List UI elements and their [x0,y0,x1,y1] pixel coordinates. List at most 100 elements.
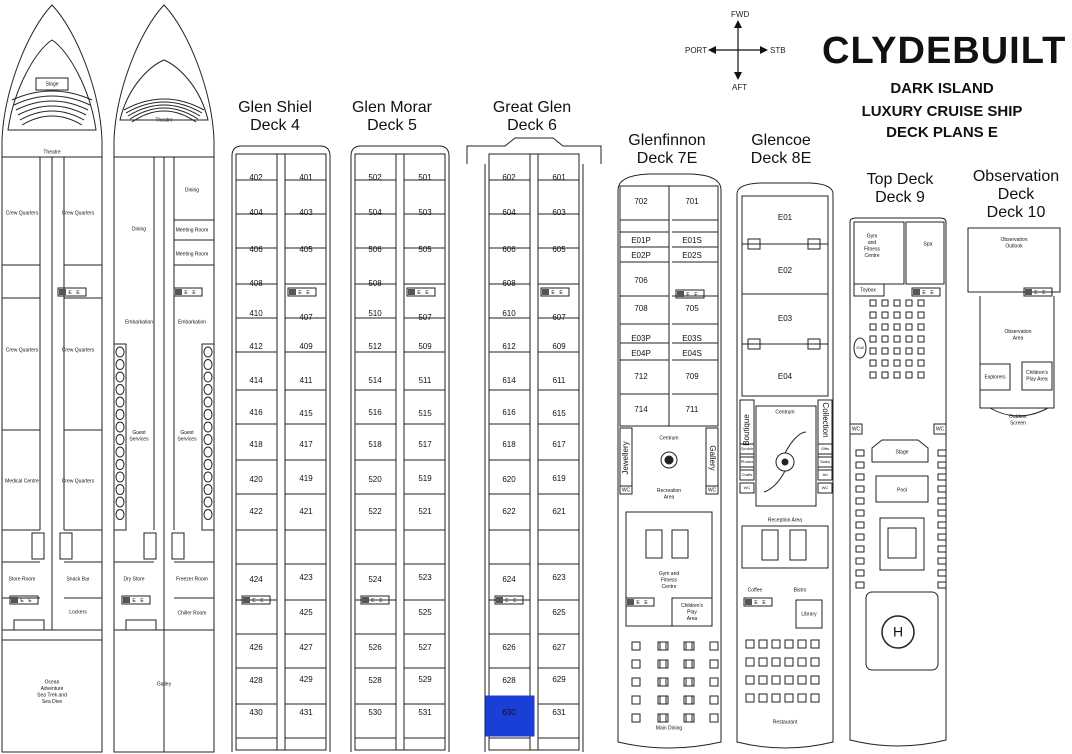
cabin-number: 616 [502,408,516,417]
deck-chair [917,299,925,307]
cabin-number: 709 [685,372,699,381]
theatre-outline [119,59,209,121]
cabin-number: 522 [368,507,382,516]
golf-green [853,337,867,359]
dining-table [631,677,641,687]
cabin-number: 623 [552,573,566,582]
porthole [115,409,125,420]
lift-label: E [922,290,926,296]
wc-label: WC [936,426,945,432]
restaurant-table [784,693,794,703]
deck-chair [893,359,901,367]
hull-deck-lower-a [1,4,103,753]
lift-label: E [1034,290,1038,296]
childrens-box [1021,361,1053,391]
theatre-seat-row [125,101,203,114]
shop-art [817,469,833,481]
stair-curve [763,470,786,493]
porthole [203,371,213,383]
restaurant-table [810,639,820,649]
dining: Dining [185,187,199,193]
porthole [203,484,213,495]
cabin-number: 508 [368,279,382,288]
suite-number: E04 [778,372,793,381]
deck-name: Glencoe [751,132,811,149]
lounger [937,473,947,481]
cabin-number: 706 [634,276,648,285]
porthole [115,446,125,458]
cabin-number: 404 [249,208,263,217]
deck-chair [881,347,889,355]
lift-label: E [417,290,421,296]
shop-wc [817,482,833,494]
deck-label: Deck 10 [986,204,1046,221]
porthole [115,421,125,433]
deck-chair [905,335,913,343]
cabin-number: 514 [368,376,382,385]
lift-shaft [289,289,296,295]
lift-label: E [20,598,24,604]
deck-chair [905,359,913,367]
deck-8-title: Glencoe Deck 8E [726,132,836,168]
wc-label: WC [622,487,631,493]
cabin-number: 501 [418,173,432,182]
restaurant-table [745,657,755,667]
dry-store: Dry Store [123,576,144,582]
observation-outlook-label: Outlook [1005,244,1023,250]
childrens-area [671,597,713,627]
theatre-seat-row [13,95,91,106]
porthole [203,346,213,358]
lift-block [911,287,941,297]
cabin-number: 604 [502,208,516,217]
lift-block [540,287,570,297]
embarkation: Embarkation [125,319,153,325]
deck-chair [917,335,925,343]
cabin-number: 409 [299,342,313,351]
stair [171,532,185,560]
lounger [937,569,947,577]
cabin-number: 506 [368,245,382,254]
restaurant-table [797,675,807,685]
lift-label: E [1042,290,1046,296]
lift-shaft [123,597,130,603]
porthole [115,371,125,383]
porthole [203,496,213,508]
restaurant-table [745,693,755,703]
restaurant-table [797,693,807,703]
centrum-stair [660,451,678,469]
lounger [855,485,865,493]
porthole [115,484,125,495]
porthole [203,509,213,520]
freezer-room: Freezer Room [176,576,208,582]
shop-label: Scotch [741,446,753,451]
cabin-number: 527 [418,643,432,652]
screen-arc [989,407,1049,417]
deck-chair [881,323,889,331]
deck-chair [905,311,913,319]
meeting-room: Meeting Room [176,251,209,257]
lift-block [807,338,821,350]
dining-table [685,641,695,651]
restaurant-table [810,675,820,685]
cabin-number: 428 [249,676,263,685]
theatre-seat-row [17,105,87,116]
cabin-number: 422 [249,507,263,516]
cabin-number: 426 [249,643,263,652]
bow-deck-deck6 [466,137,602,164]
stage-label: Stage [45,81,58,87]
cabin-number: 408 [249,279,263,288]
lounger [855,509,865,517]
restaurant-label: Restaurant [773,719,798,725]
pool-box [875,475,929,503]
lift-shaft [496,597,503,603]
shop-scotch [739,443,755,455]
lift-label: E [260,598,264,604]
cabin-number: 403 [299,208,313,217]
cabin-number: 627 [552,643,566,652]
cabin-number: E04P [631,349,651,358]
lift-shaft [1025,289,1032,295]
dining-table [631,641,641,651]
lift-label: E [559,290,563,296]
lift-label: E [306,290,310,296]
